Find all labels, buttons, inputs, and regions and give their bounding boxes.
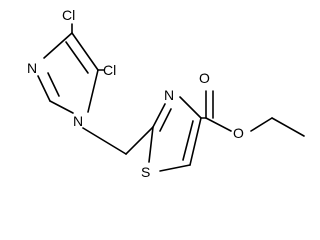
bond-ester-o-ch2 [250, 117, 273, 132]
atom-o-carbonyl: O [199, 70, 210, 86]
atom-cl-right: Cl [103, 62, 116, 78]
atom-n-thiazole: N [164, 87, 174, 103]
bond-s-c2-thz [148, 126, 154, 163]
thiazole-ring [148, 96, 202, 172]
bond-carbonyl-ester-o [205, 117, 232, 132]
atom-o-ester: O [233, 125, 244, 141]
atom-n-imidazole-1: N [73, 113, 83, 129]
bond-c2-n1 [49, 100, 74, 114]
atom-cl-top: Cl [62, 7, 75, 23]
bond-c4-c5-thz-double [182, 120, 194, 161]
bond-ch2-ch3 [271, 117, 305, 137]
bond-n3-c2-double [47, 72, 60, 97]
imidazole-ring [37, 32, 99, 114]
atom-n-imidazole-3: N [27, 60, 37, 76]
atom-s-thiazole: S [141, 164, 150, 180]
bond-c2-n3-thz [152, 103, 166, 128]
bond-n1-ch2 [82, 127, 127, 155]
bond-c4-c5 [71, 32, 99, 71]
bond-c4-n3 [43, 32, 73, 59]
bond-c2-n3-thz-double [159, 108, 172, 132]
bond-n3-c2 [37, 75, 51, 102]
bond-c4-c5-thz [189, 117, 202, 166]
bond-ch2-c2-thiazole [125, 126, 154, 155]
bond-c4-c5-double [65, 41, 89, 74]
bond-n1-c5 [87, 69, 99, 113]
bond-n3-c4-thz [179, 96, 202, 119]
chemical-structure-diagram: Cl Cl N N N S O O [27, 7, 305, 180]
bond-c5-s-thz [159, 164, 191, 172]
